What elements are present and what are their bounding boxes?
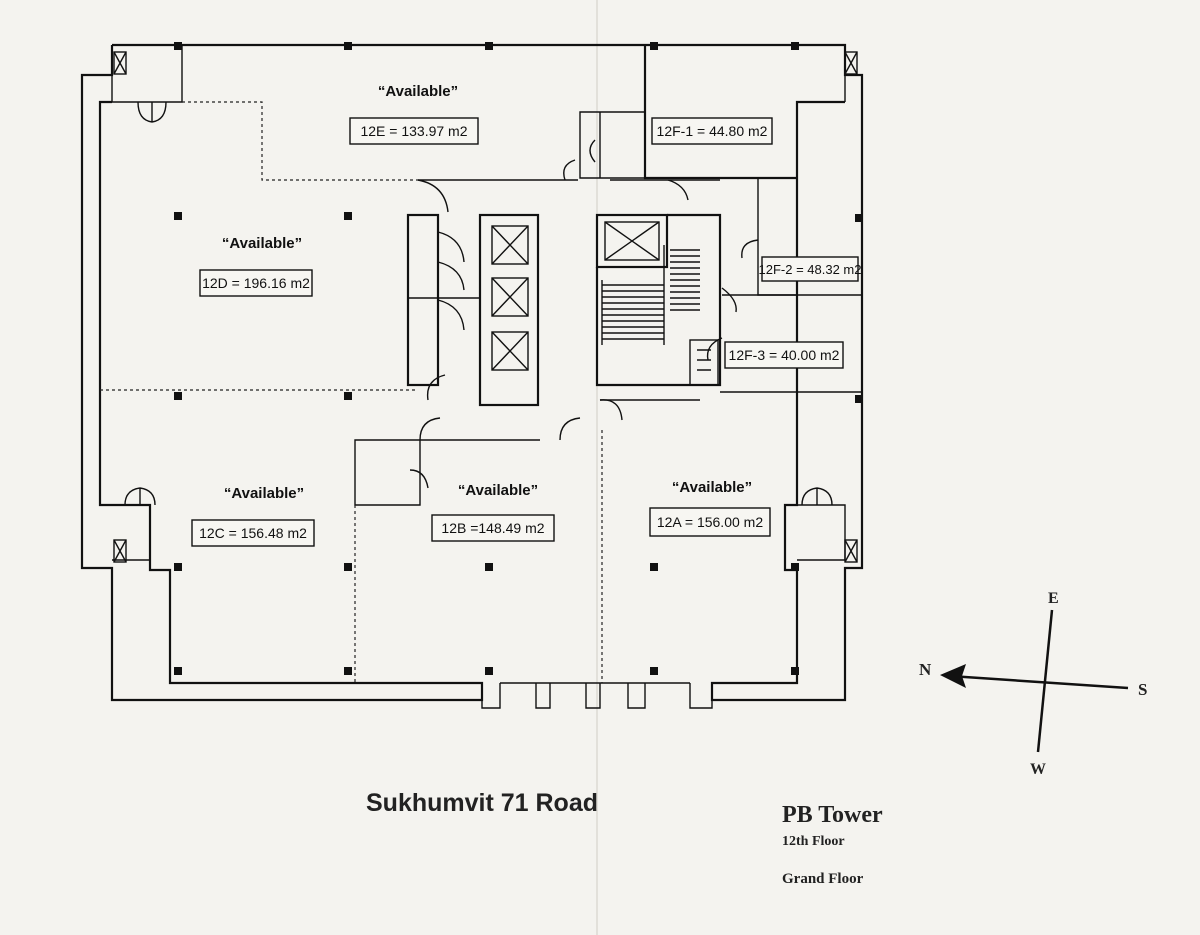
unit-12F-2[interactable]: 12F-2 = 48.32 m2 [759, 256, 862, 282]
unit-area: 12F-1 = 44.80 m2 [657, 123, 768, 139]
unit-area: 12F-2 = 48.32 m2 [759, 262, 862, 277]
entry-doors [124, 101, 833, 506]
unit-area: 12D = 196.16 m2 [202, 275, 310, 291]
compass-north: N [919, 660, 932, 679]
unit-status: “Available” [224, 485, 304, 502]
road-name: Sukhumvit 71 Road [366, 789, 598, 817]
unit-12C[interactable]: “Available” 12C = 156.48 m2 [191, 485, 315, 547]
level-label: Grand Floor [782, 871, 864, 887]
compass-west: W [1030, 761, 1046, 778]
unit-12B[interactable]: “Available” 12B =148.49 m2 [431, 482, 555, 542]
unit-area: 12C = 156.48 m2 [199, 525, 307, 541]
compass-ew-line [1036, 609, 1054, 753]
interior-walls [354, 45, 862, 506]
unit-area: 12E = 133.97 m2 [360, 123, 467, 139]
building-core [406, 213, 722, 407]
door-swings [409, 139, 759, 489]
building-name: PB Tower [782, 802, 883, 828]
unit-12D[interactable]: “Available” 12D = 196.16 m2 [199, 235, 313, 297]
compass-ns-line [949, 674, 1129, 690]
compass-south: S [1138, 680, 1147, 699]
floor-label: 12th Floor [782, 834, 845, 849]
north-arrow-icon [940, 664, 966, 688]
structural-columns [174, 42, 863, 675]
compass-east: E [1048, 590, 1059, 607]
unit-area: 12B =148.49 m2 [441, 520, 544, 536]
unit-12F-3[interactable]: 12F-3 = 40.00 m2 [724, 341, 844, 369]
stair-treads [601, 245, 700, 345]
unit-12F-1[interactable]: 12F-1 = 44.80 m2 [651, 117, 773, 145]
unit-status: “Available” [378, 83, 458, 100]
corner-shafts [113, 51, 858, 563]
unit-area: 12A = 156.00 m2 [657, 514, 763, 530]
unit-status: “Available” [672, 479, 752, 496]
unit-area: 12F-3 = 40.00 m2 [729, 347, 840, 363]
compass: N S E W [919, 590, 1147, 778]
unit-status: “Available” [458, 482, 538, 499]
unit-status: “Available” [222, 235, 302, 252]
unit-boundaries [100, 101, 603, 683]
unit-12E[interactable]: “Available” 12E = 133.97 m2 [349, 83, 479, 145]
unit-12A[interactable]: “Available” 12A = 156.00 m2 [649, 479, 771, 537]
